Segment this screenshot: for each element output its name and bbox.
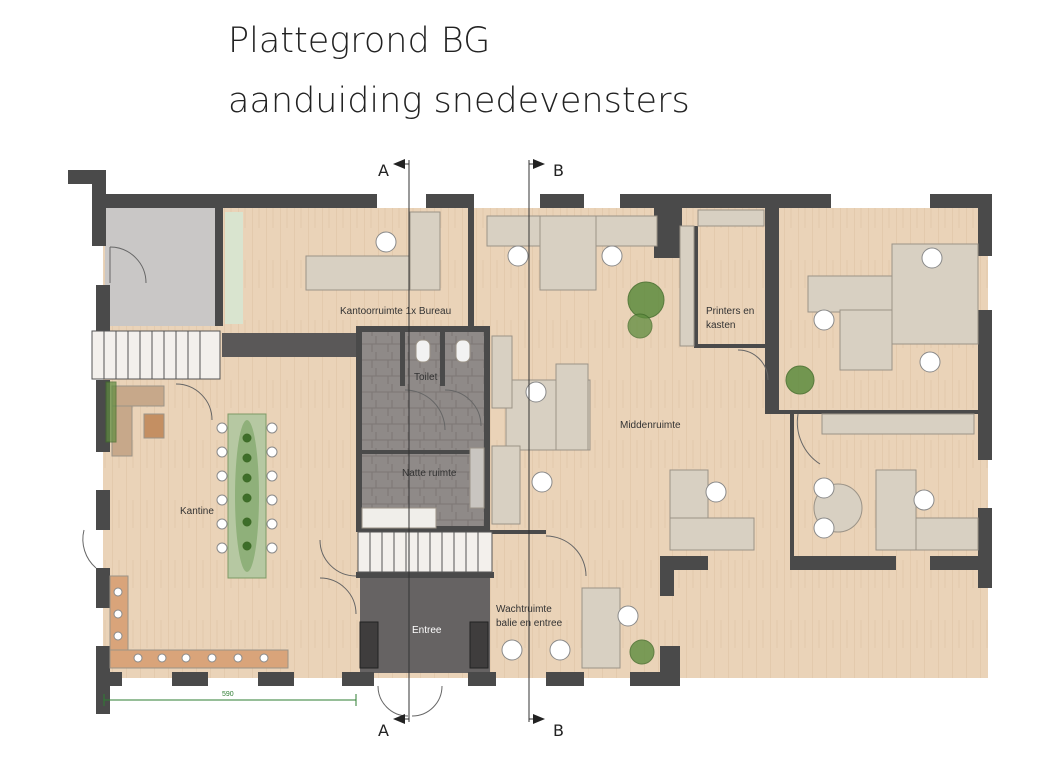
walls bbox=[68, 170, 992, 714]
dimension-line bbox=[103, 694, 357, 706]
chairs bbox=[113, 231, 943, 663]
storage-printers bbox=[697, 209, 765, 227]
room-label-midden: Middenruimte bbox=[620, 420, 681, 431]
floor-storage bbox=[105, 208, 221, 326]
cabinet-right bbox=[821, 413, 975, 435]
room-label-kantoor: Kantoorruimte 1x Bureau bbox=[340, 306, 451, 317]
plant-right bbox=[785, 365, 815, 395]
floor-entree bbox=[360, 578, 490, 673]
section-label-a-bottom: A bbox=[378, 721, 389, 740]
section-label-b-top: B bbox=[553, 161, 564, 180]
room-label-printers-2: kasten bbox=[706, 320, 735, 331]
entree-mat-right bbox=[469, 621, 489, 669]
room-label-wacht-1: Wachtruimte bbox=[496, 604, 552, 615]
side-table bbox=[143, 413, 165, 439]
section-label-b-bottom: B bbox=[553, 721, 564, 740]
room-label-toilet: Toilet bbox=[414, 372, 438, 383]
arrow-a-bottom bbox=[393, 714, 405, 724]
arrow-a-top bbox=[393, 159, 405, 169]
dimension-label: 590 bbox=[222, 691, 234, 698]
floor-green-strip bbox=[225, 212, 243, 324]
section-arrows bbox=[393, 159, 545, 724]
room-label-entree: Entree bbox=[412, 625, 442, 636]
washbasin-row bbox=[361, 507, 437, 529]
floor-toilet bbox=[360, 330, 488, 530]
plan-title: Plattegrond BG bbox=[228, 21, 491, 61]
section-label-a-top: A bbox=[378, 161, 389, 180]
plant-midden bbox=[627, 281, 665, 319]
plant-wacht bbox=[629, 639, 655, 665]
bench-midden bbox=[491, 335, 513, 409]
balie bbox=[581, 587, 621, 669]
entree-mat-left bbox=[359, 621, 379, 669]
desk-right-lower bbox=[875, 469, 917, 551]
room-label-wacht-2: balie en entree bbox=[496, 618, 563, 629]
stairs bbox=[91, 330, 493, 573]
plants bbox=[105, 281, 815, 665]
plan-subtitle: aanduiding snedevensters bbox=[228, 81, 690, 121]
arrow-b-bottom bbox=[533, 714, 545, 724]
room-label-natte: Natte ruimte bbox=[402, 468, 457, 479]
furniture bbox=[109, 209, 979, 669]
room-label-printers-1: Printers en bbox=[706, 306, 754, 317]
room-label-kantine: Kantine bbox=[180, 506, 214, 517]
arrow-b-top bbox=[533, 159, 545, 169]
toilet-bowl-1 bbox=[415, 339, 431, 363]
toilet-bowl-2 bbox=[455, 339, 471, 363]
planter-lounge bbox=[105, 381, 117, 443]
